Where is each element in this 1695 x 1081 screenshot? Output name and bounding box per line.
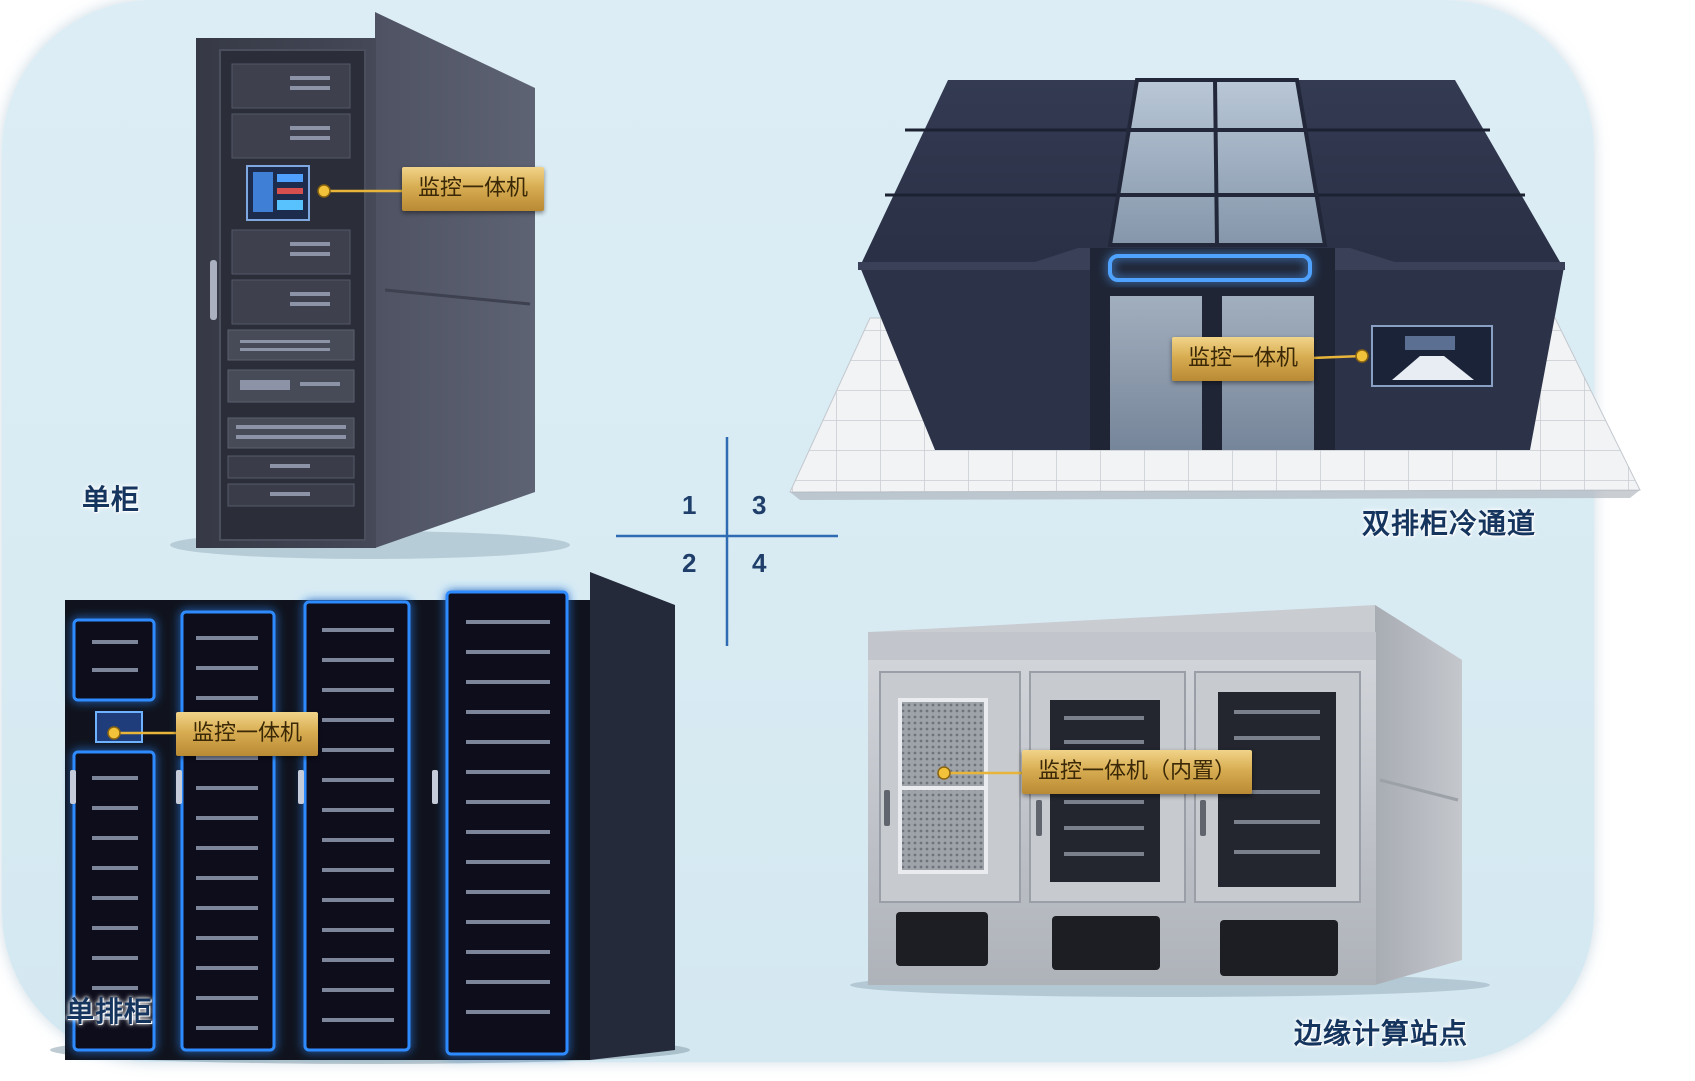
label-single-cabinet: 单柜	[82, 483, 141, 516]
quadrant-number-4: 4	[752, 548, 767, 578]
quadrant-number-2: 2	[682, 548, 697, 578]
single-cabinet	[170, 12, 570, 559]
row-cabinets	[50, 572, 690, 1064]
quadrant-divider	[616, 437, 838, 646]
cold-aisle	[789, 78, 1641, 500]
leader-dots	[107, 184, 1369, 780]
callout-monitor-row: 监控一体机	[176, 712, 319, 756]
label-edge-site: 边缘计算站点	[1294, 1017, 1469, 1050]
quadrant-number-3: 3	[752, 490, 767, 520]
edge-site	[850, 605, 1490, 997]
label-row-cabinet: 单排柜	[66, 995, 154, 1028]
label-cold-aisle: 双排柜冷通道	[1362, 507, 1537, 540]
leader-lines	[114, 189, 1363, 775]
callout-monitor-cold-aisle: 监控一体机	[1172, 337, 1315, 381]
callout-monitor-edge: 监控一体机（内置）	[1022, 750, 1253, 794]
quadrant-number-1: 1	[682, 490, 697, 520]
callout-monitor-single: 监控一体机	[402, 167, 545, 211]
